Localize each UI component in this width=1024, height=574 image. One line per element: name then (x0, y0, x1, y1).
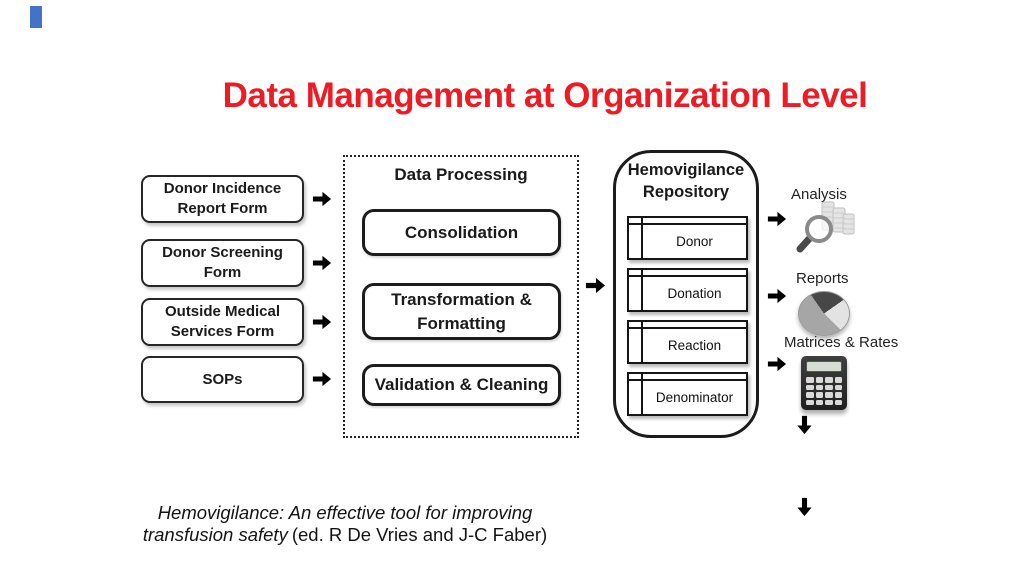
step-label: Consolidation (404, 222, 519, 242)
source-box-label: Donor Incidence Report Form (163, 180, 282, 217)
slide-title: Data Management at Organization Level (222, 76, 868, 115)
table-label: Reaction (667, 338, 722, 353)
flow-arrow-right-icon (767, 355, 787, 373)
flow-arrow-right-icon (312, 190, 332, 208)
calculator-keys (806, 377, 842, 405)
pie-chart-icon (798, 291, 850, 336)
flow-arrow-right-icon (312, 313, 332, 331)
source-box-label: Outside Medical Services Form (164, 303, 281, 340)
output-label-reports: Reports (796, 270, 849, 287)
flow-arrow-right-icon (767, 210, 787, 228)
flow-arrow-right-icon (312, 370, 332, 388)
step-transformation-formatting: Transformation & Formatting (362, 283, 561, 340)
flow-arrow-down-icon (796, 415, 813, 435)
repository-table-denominator: Denominator (627, 372, 748, 416)
table-label: Donation (667, 286, 722, 301)
flow-arrow-right-icon (767, 287, 787, 305)
repository-table-donor: Donor (627, 216, 748, 260)
flow-arrow-down-icon (796, 497, 813, 517)
accent-bar (30, 6, 42, 28)
data-processing-title: Data Processing (394, 165, 528, 184)
repository-table-reaction: Reaction (627, 320, 748, 364)
output-label-analysis: Analysis (791, 186, 847, 203)
source-box-outside-medical: Outside Medical Services Form (141, 298, 304, 346)
step-consolidation: Consolidation (362, 209, 561, 256)
flow-arrow-right-icon (312, 254, 332, 272)
output-label-matrices-rates: Matrices & Rates (784, 334, 899, 351)
step-label: Transformation & Formatting (391, 289, 532, 333)
hemovigilance-repository-container: Hemovigilance Repository Donor Donation … (613, 150, 759, 438)
source-box-sops: SOPs (141, 356, 304, 403)
citation-line1: Hemovigilance: An effective tool for imp… (157, 502, 533, 523)
source-box-label: Donor Screening Form (162, 244, 283, 281)
step-validation-cleaning: Validation & Cleaning (362, 364, 561, 406)
calculator-screen (806, 361, 842, 372)
source-box-donor-screening: Donor Screening Form (141, 239, 304, 287)
table-label: Denominator (655, 390, 734, 405)
table-label: Donor (676, 234, 713, 249)
citation: Hemovigilance: An effective tool for imp… (135, 502, 555, 545)
step-label: Validation & Cleaning (374, 375, 549, 394)
citation-line2-title: transfusion safety (142, 523, 288, 545)
repository-table-donation: Donation (627, 268, 748, 312)
calculator-icon (801, 356, 847, 410)
flow-arrow-right-icon (585, 276, 606, 295)
magnifier-data-icon (796, 201, 855, 253)
citation-line2-editors: (ed. R De Vries and J-C Faber) (291, 523, 548, 545)
data-processing-container: Data Processing Consolidation Transforma… (343, 155, 579, 438)
source-box-label: SOPs (202, 370, 243, 388)
repository-title: Hemovigilance Repository (627, 161, 745, 201)
source-box-donor-incidence: Donor Incidence Report Form (141, 175, 304, 223)
